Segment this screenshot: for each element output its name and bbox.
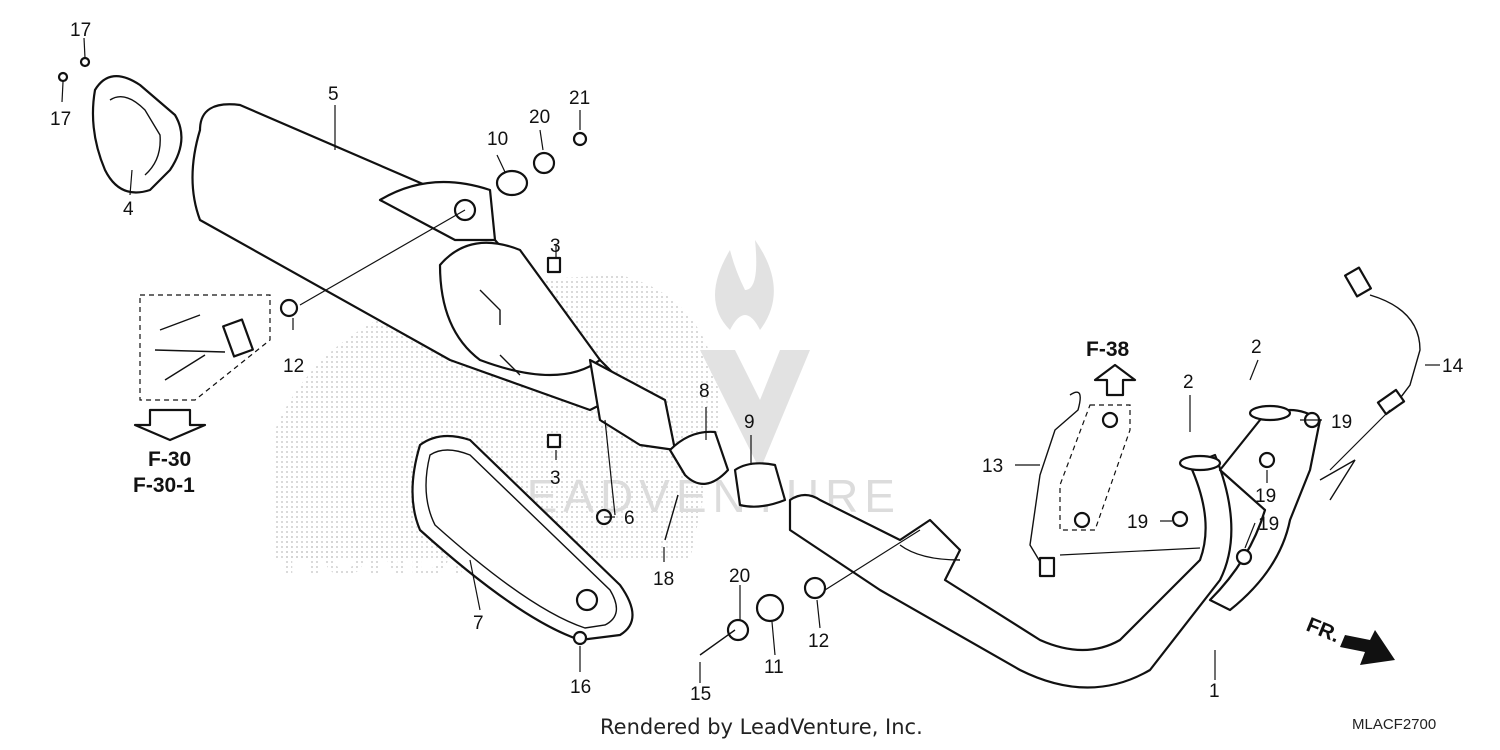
callout-2-right: 2 xyxy=(1251,337,1262,358)
callout-20-bottom: 20 xyxy=(729,566,750,587)
hardware-detail-box xyxy=(133,294,271,442)
callout-11: 11 xyxy=(764,657,784,678)
ref-f38: F-38 xyxy=(1086,338,1130,361)
callout-20-top: 20 xyxy=(529,107,550,128)
sensor-wire-part xyxy=(1029,391,1119,578)
callout-19-top: 19 xyxy=(1331,412,1352,433)
render-credit: Rendered by LeadVenture, Inc. xyxy=(600,715,923,739)
ref-f30-1: F-30-1 xyxy=(133,474,195,497)
callout-10: 10 xyxy=(487,129,508,150)
muffler-part xyxy=(191,103,677,452)
front-label: FR. xyxy=(1303,613,1343,647)
callout-2-left: 2 xyxy=(1183,372,1194,393)
callout-5: 5 xyxy=(328,84,339,105)
callout-21: 21 xyxy=(569,88,590,109)
front-direction-arrow xyxy=(1340,630,1395,665)
callout-12-right: 12 xyxy=(808,631,829,652)
diagram-code: MLACF2700 xyxy=(1352,716,1437,733)
callout-1: 1 xyxy=(1209,681,1220,702)
callout-4: 4 xyxy=(123,199,134,220)
gasket-part xyxy=(733,462,787,508)
callout-17-top: 17 xyxy=(70,20,91,41)
callout-16: 16 xyxy=(570,677,591,698)
exhaust-pipe-part xyxy=(788,404,1356,689)
callout-19-right: 19 xyxy=(1258,514,1279,535)
callout-9: 9 xyxy=(744,412,755,433)
reference-labels: F-30 F-30-1 F-38 FR. xyxy=(133,338,1343,647)
end-cap-part xyxy=(57,56,183,194)
ref-f30: F-30 xyxy=(148,448,191,471)
callout-labels: 17 17 4 5 10 20 21 3 12 3 8 9 6 7 18 20 … xyxy=(50,20,1464,705)
callout-17-bottom: 17 xyxy=(50,109,71,130)
callout-15: 15 xyxy=(690,684,711,705)
callout-19-middle: 19 xyxy=(1255,486,1276,507)
callout-12-left: 12 xyxy=(283,356,304,377)
callout-8: 8 xyxy=(699,381,710,402)
f30-arrow xyxy=(133,408,207,442)
callout-3-bottom: 3 xyxy=(550,468,561,489)
o2-sensor-part xyxy=(1343,266,1421,416)
leader-lines xyxy=(61,37,1440,683)
callout-6: 6 xyxy=(624,508,635,529)
f38-detail xyxy=(1059,363,1137,531)
callout-14: 14 xyxy=(1442,356,1464,377)
callout-19-left: 19 xyxy=(1127,512,1148,533)
callout-7: 7 xyxy=(473,613,484,634)
heat-shield-part xyxy=(411,434,634,642)
clamp-part xyxy=(668,430,730,485)
callout-3-top: 3 xyxy=(550,236,561,257)
callout-18: 18 xyxy=(653,569,674,590)
callout-13: 13 xyxy=(982,456,1003,477)
